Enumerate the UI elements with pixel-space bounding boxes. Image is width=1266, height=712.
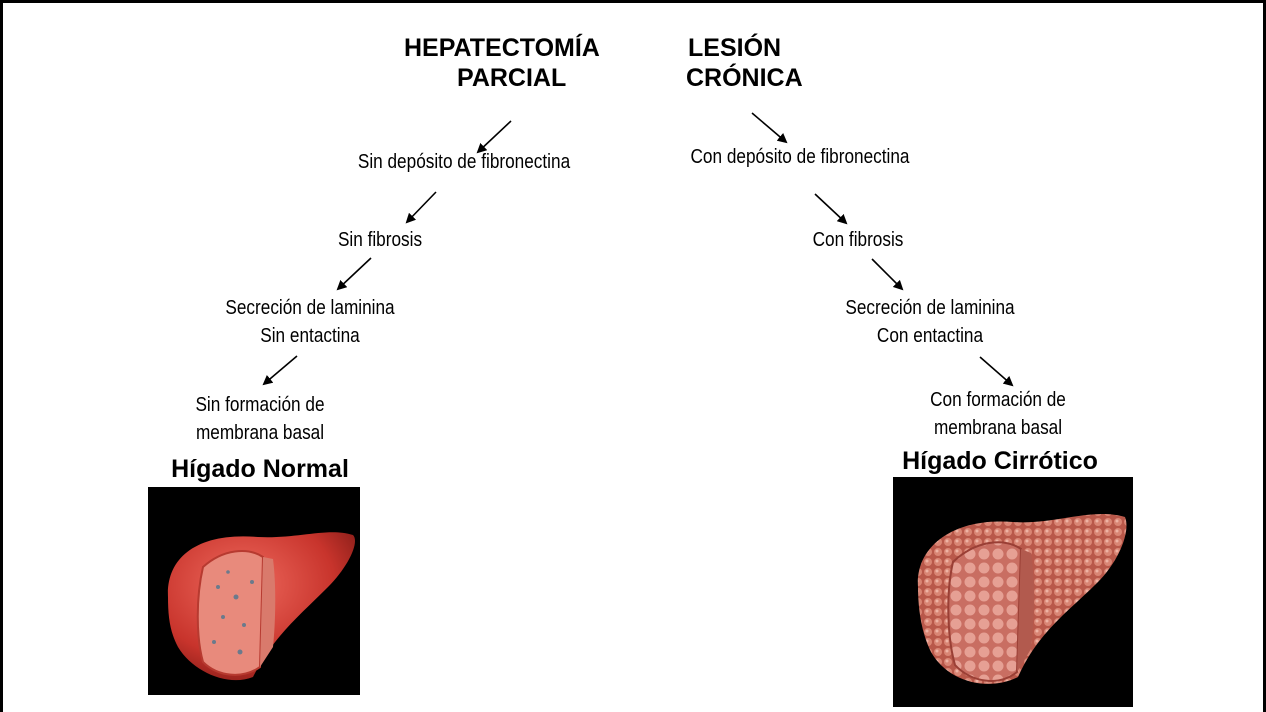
arrow-right-3	[872, 259, 902, 289]
cirrhotic-liver-image	[893, 477, 1133, 707]
arrow-left-2	[407, 192, 436, 222]
arrow-right-1	[752, 113, 786, 142]
arrow-left-1	[478, 121, 511, 152]
arrow-left-3	[338, 258, 371, 289]
normal-liver-image	[148, 487, 360, 695]
arrow-left-4	[264, 356, 297, 384]
arrow-right-2	[815, 194, 846, 223]
arrow-right-4	[980, 357, 1012, 385]
